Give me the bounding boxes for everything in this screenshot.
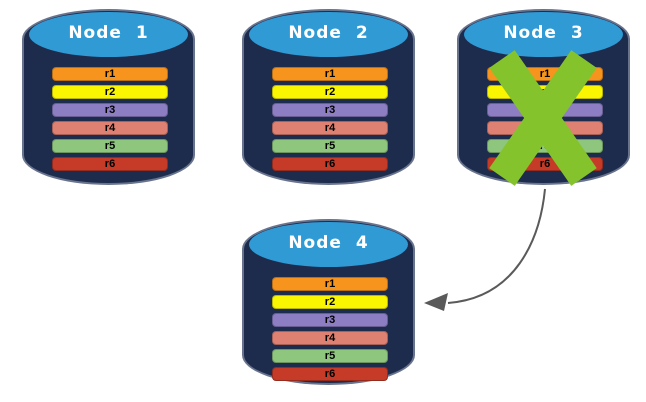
failover-arrowhead-icon [424, 293, 448, 311]
row-r4: r4 [52, 121, 168, 135]
row-r5: r5 [272, 139, 388, 153]
row-r3: r3 [52, 103, 168, 117]
node-1-label: Node 1 [68, 23, 149, 43]
node-3-label: Node 3 [503, 23, 584, 43]
row-r1: r1 [272, 67, 388, 81]
node-4-rows: r1 r2 r3 r4 r5 r6 [272, 277, 388, 385]
row-r2: r2 [272, 85, 388, 99]
node-1-cylinder: Node 1 r1 r2 r3 r4 r5 r6 [22, 9, 195, 185]
node-2-cylinder: Node 2 r1 r2 r3 r4 r5 r6 [242, 9, 415, 185]
row-r6: r6 [272, 367, 388, 381]
node-1-cylinder-top [29, 12, 188, 57]
node-2-cylinder-top [249, 12, 408, 57]
node-3-cylinder: Node 3 r1 r2 r3 r4 r5 r6 [457, 9, 630, 186]
node-1-rows: r1 r2 r3 r4 r5 r6 [52, 67, 168, 175]
node-2-rows: r1 r2 r3 r4 r5 r6 [272, 67, 388, 175]
row-r4: r4 [272, 331, 388, 345]
row-r6: r6 [52, 157, 168, 171]
row-r3: r3 [272, 103, 388, 117]
node-3-cylinder-top [464, 12, 623, 57]
node-2-label: Node 2 [288, 23, 369, 43]
row-r2: r2 [272, 295, 388, 309]
row-r1: r1 [272, 277, 388, 291]
row-r1: r1 [52, 67, 168, 81]
failure-x-icon [489, 50, 597, 186]
row-r5: r5 [272, 349, 388, 363]
row-r3: r3 [272, 313, 388, 327]
failover-arrow-curve [447, 188, 546, 304]
node-4-cylinder-top [249, 222, 408, 267]
x-stroke [489, 50, 597, 186]
node-4-label: Node 4 [288, 233, 369, 253]
row-r5: r5 [52, 139, 168, 153]
node-4-cylinder: Node 4 r1 r2 r3 r4 r5 r6 [242, 219, 415, 385]
row-r4: r4 [272, 121, 388, 135]
row-r2: r2 [52, 85, 168, 99]
row-r6: r6 [272, 157, 388, 171]
